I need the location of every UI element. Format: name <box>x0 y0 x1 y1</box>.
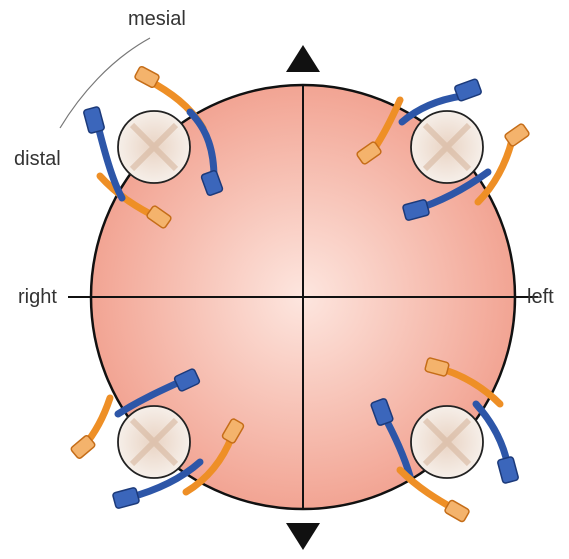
triangle-up-icon <box>286 45 320 72</box>
brush-head-blue <box>83 106 105 133</box>
mesial-pointer-line <box>60 38 150 128</box>
brush-head-blue <box>454 78 482 101</box>
triangle-down-icon <box>286 523 320 550</box>
right-label: right <box>18 286 57 309</box>
left-label: left <box>527 286 554 309</box>
mesial-label: mesial <box>128 8 186 31</box>
brush-head-blue <box>497 456 519 483</box>
brush-head-blue <box>112 487 139 509</box>
distal-label: distal <box>14 148 61 171</box>
